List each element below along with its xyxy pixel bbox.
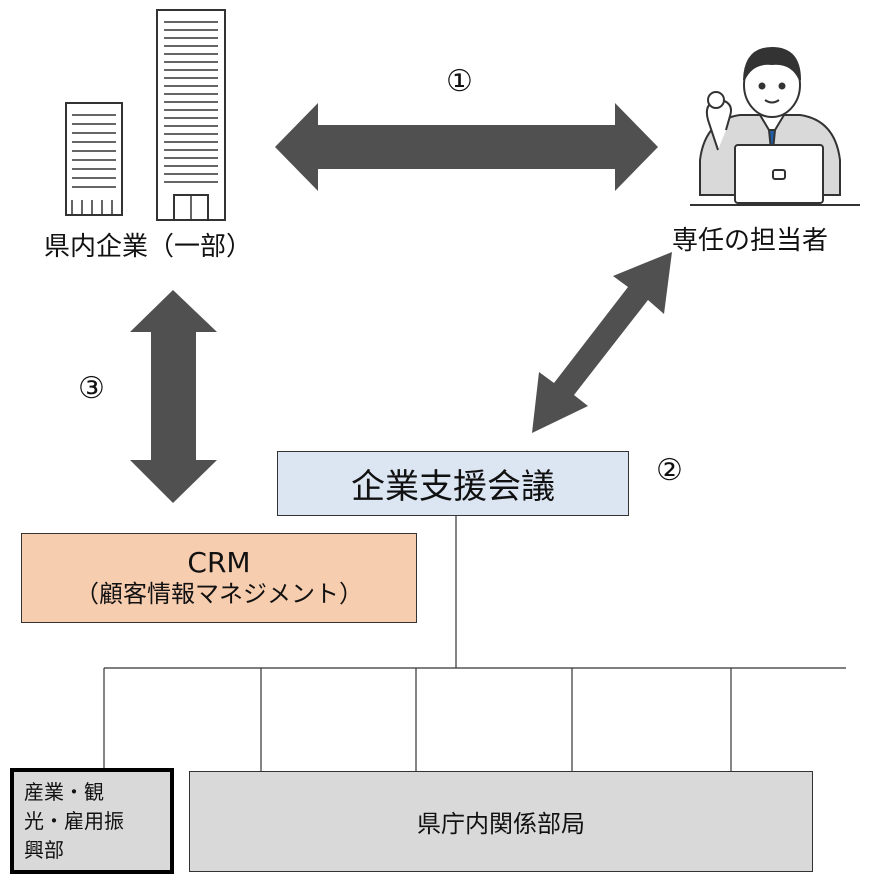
industry-dept-box: 産業・観 光・雇用振 興部: [10, 768, 174, 874]
org-tree-lines: [103, 515, 846, 771]
related-depts-label: 県庁内関係部局: [417, 810, 585, 838]
staff-person-laptop-icon: [690, 46, 860, 206]
marker-one: ①: [446, 64, 473, 99]
staff-label: 専任の担当者: [672, 226, 829, 256]
crm-subtitle: （顧客情報マネジメント）: [75, 580, 363, 609]
industry-dept-line1: 産業・観: [24, 779, 104, 804]
industry-dept-line2: 光・雇用振: [24, 808, 124, 833]
council-label: 企業支援会議: [351, 467, 555, 507]
crm-box: CRM （顧客情報マネジメント）: [21, 533, 417, 623]
marker-three: ③: [78, 371, 105, 406]
industry-dept-line3: 興部: [24, 837, 64, 862]
related-depts-box: 県庁内関係部局: [189, 771, 813, 872]
arrow-staff-council: [532, 252, 672, 433]
arrow-companies-staff: [275, 103, 658, 191]
companies-label: 県内企業（一部）: [44, 232, 253, 262]
council-box: 企業支援会議: [277, 451, 629, 516]
crm-title: CRM: [187, 545, 251, 579]
marker-two: ②: [656, 453, 683, 488]
arrow-companies-crm: [130, 290, 217, 503]
office-buildings-icon: [65, 9, 226, 221]
